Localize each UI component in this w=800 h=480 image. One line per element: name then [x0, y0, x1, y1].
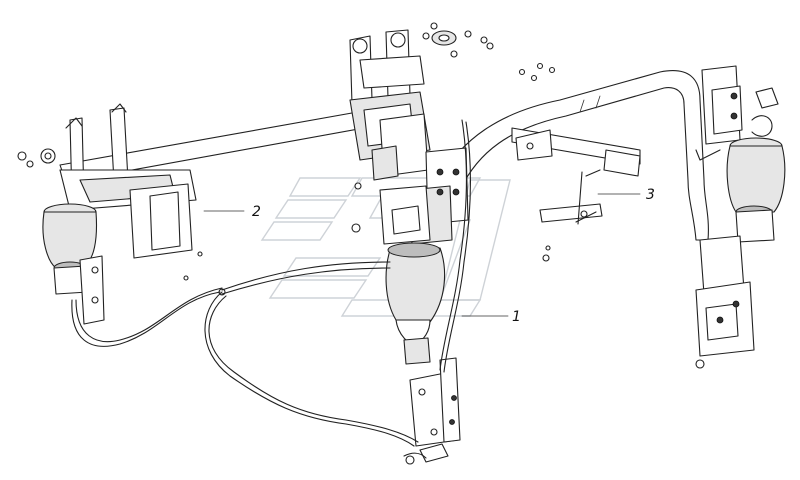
- air-lines: [71, 119, 721, 465]
- central-valve-bracket: [349, 29, 431, 181]
- callout-label-1: 1: [512, 309, 521, 325]
- right-air-spring: [695, 65, 786, 369]
- center-mount-block: [379, 147, 469, 245]
- callout-label-3: 3: [646, 187, 655, 203]
- height-control-link: [539, 169, 603, 262]
- right-cross-bracket: [511, 127, 641, 177]
- fastener-hardware: [183, 22, 556, 296]
- center-air-spring: [385, 242, 446, 365]
- left-air-spring: [17, 103, 197, 325]
- callout-leaders: [203, 193, 641, 317]
- lower-bracket: [409, 357, 461, 447]
- callout-label-2: 2: [252, 204, 261, 220]
